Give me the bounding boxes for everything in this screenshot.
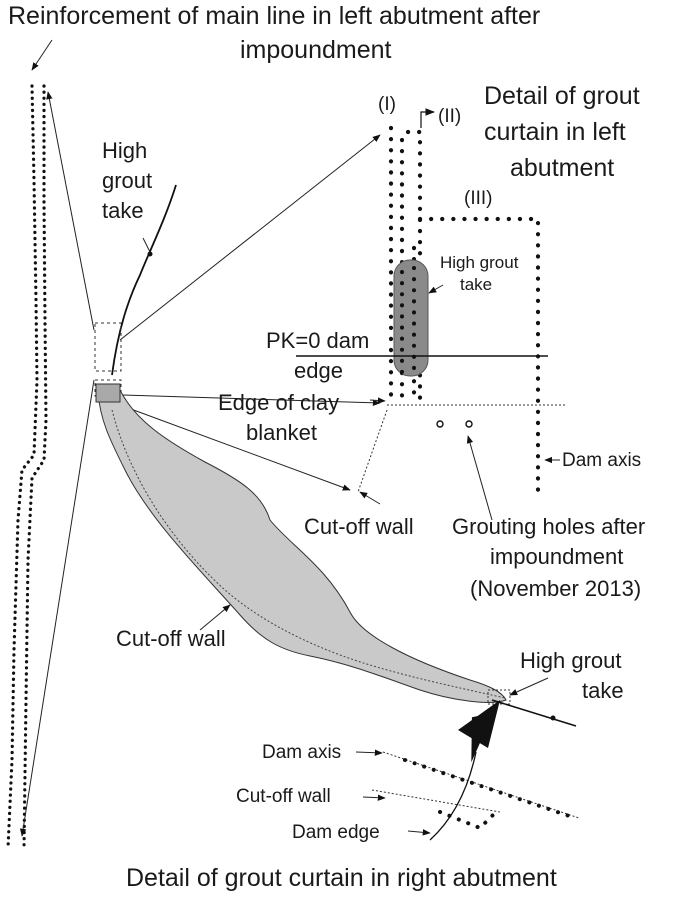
- pk-dam-edge-2: edge: [294, 358, 343, 383]
- dam-axis-left-label: Dam axis: [562, 450, 641, 471]
- left-detail-title-line1: Detail of grout: [484, 82, 640, 110]
- high-grout-take-left-1: High: [102, 138, 147, 163]
- cutoff-wall-right-label: Cut-off wall: [236, 786, 331, 807]
- row-i-label: (I): [378, 94, 396, 115]
- right-abutment-high-grout: [458, 677, 577, 763]
- high-grout-take-right-2: take: [582, 678, 624, 703]
- cutoff-wall-main-arrow: [199, 604, 231, 631]
- grouting-holes-2: impoundment: [490, 544, 623, 569]
- high-grout-take-inset-2: take: [460, 275, 492, 294]
- high-grout-take-left-3: take: [102, 198, 144, 223]
- dam-edge-right-label: Dam edge: [292, 822, 380, 843]
- high-grout-take-curve-left: [111, 184, 177, 376]
- dam-body: [95, 383, 507, 703]
- high-grout-take-zone: [393, 259, 429, 377]
- grouting-holes-3: (November 2013): [470, 576, 641, 601]
- connector-lines: [19, 91, 381, 837]
- row-ii-label: (II): [438, 106, 461, 127]
- right-abutment-detail: [355, 749, 580, 841]
- row-iii-label: (III): [464, 188, 493, 209]
- main-grout-line-left: [6, 39, 53, 850]
- main-title-line1: Reinforcement of main line in left abutm…: [8, 2, 540, 30]
- left-detail-title-line3: abutment: [510, 154, 614, 182]
- pk-dam-edge-1: PK=0 dam: [266, 328, 369, 353]
- cutoff-wall-upper-label: Cut-off wall: [304, 514, 414, 539]
- cutoff-wall-main-label: Cut-off wall: [116, 626, 226, 651]
- right-detail-title: Detail of grout curtain in right abutmen…: [126, 864, 557, 892]
- main-title-line2: impoundment: [240, 36, 392, 64]
- left-abutment-inset: [296, 108, 566, 521]
- high-grout-take-left-2: grout: [102, 168, 152, 193]
- clay-blanket-2: blanket: [246, 420, 317, 445]
- clay-blanket-1: Edge of clay: [218, 390, 339, 415]
- left-detail-title-line2: curtain in left: [484, 118, 626, 146]
- high-grout-take-right-1: High grout: [520, 648, 622, 673]
- grouting-holes-1: Grouting holes after: [452, 514, 645, 539]
- high-grout-take-inset-1: High grout: [440, 253, 519, 272]
- dam-axis-right-label: Dam axis: [262, 742, 341, 763]
